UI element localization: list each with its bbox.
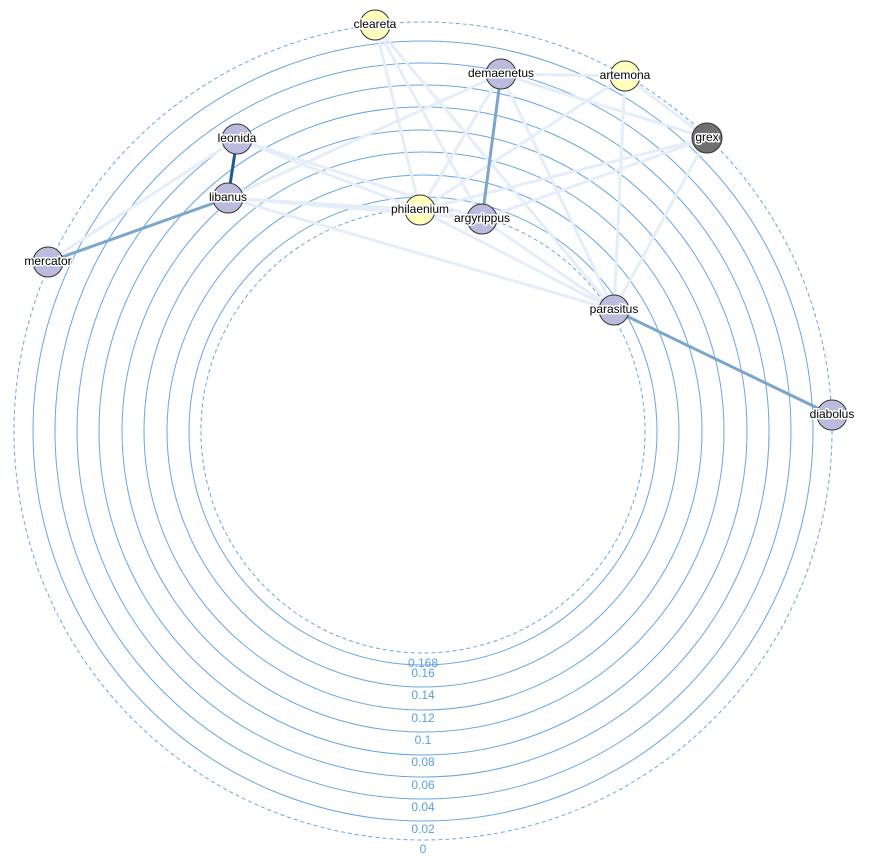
ring-9: [13, 21, 833, 841]
ring-8: [32, 40, 814, 822]
node-label-halo: philaenium: [391, 202, 449, 216]
node-label: libanus: [209, 190, 247, 204]
node-circle[interactable]: [212, 182, 244, 214]
edge-grex-philaenium: [418, 136, 709, 212]
edge-demaenetus-argyrippus: [480, 72, 503, 221]
edge-leonida-mercator: [46, 137, 239, 264]
edge-cleareta-philaenium: [373, 23, 422, 212]
node-circle[interactable]: [691, 122, 723, 154]
node-circle[interactable]: [816, 399, 848, 431]
node-label-halo: cleareta: [354, 17, 397, 31]
edge-leonida-philaenium: [235, 137, 422, 212]
ring-label: 0: [420, 842, 427, 856]
ring-6: [76, 84, 770, 778]
node-label-halo: diabolus: [810, 407, 855, 421]
ring-label: 0.16: [411, 666, 435, 680]
node-label: leonida: [218, 131, 257, 145]
ring-2: [166, 174, 680, 688]
node-label: grex: [695, 130, 718, 144]
node-label-halo: grex: [695, 130, 718, 144]
ring-label: 0.14: [411, 688, 435, 702]
edge-argyrippus-parasitus: [480, 217, 616, 312]
node-label-halo: libanus: [209, 190, 247, 204]
node-label: cleareta: [354, 17, 397, 31]
ring-3: [143, 151, 703, 711]
node-label: philaenium: [391, 202, 449, 216]
node-label-halo: mercator: [24, 254, 71, 268]
ring-1: [188, 196, 658, 666]
node-label: mercator: [24, 254, 71, 268]
edge-libanus-argyrippus: [226, 196, 484, 221]
edge-parasitus-diabolus: [612, 308, 834, 417]
edge-cleareta-parasitus: [373, 23, 616, 312]
ring-label: 0.12: [411, 711, 435, 725]
edge-leonida-argyrippus: [235, 137, 484, 221]
node-label: artemona: [600, 68, 651, 82]
edge-artemona-grex: [623, 74, 709, 140]
node-circle[interactable]: [598, 294, 630, 326]
edge-demaenetus-philaenium: [418, 72, 503, 212]
ring-label: 0.1: [415, 733, 432, 747]
edge-demaenetus-artemona: [499, 72, 627, 78]
ring-label: 0.06: [411, 778, 435, 792]
node-circle[interactable]: [404, 194, 436, 226]
node-label-halo: leonida: [218, 131, 257, 145]
node-circle[interactable]: [32, 246, 64, 278]
ring-label: 0.08: [411, 755, 435, 769]
ring-7: [54, 62, 792, 800]
ring-label: 0.168: [408, 656, 438, 670]
edge-demaenetus-libanus: [226, 72, 503, 200]
edge-libanus-mercator: [46, 196, 230, 264]
node-label: argyrippus: [454, 211, 510, 225]
edge-philaenium-parasitus: [418, 208, 616, 312]
node-label-halo: artemona: [600, 68, 651, 82]
node-label-halo: parasitus: [590, 302, 639, 316]
node-label-halo: demaenetus: [468, 66, 534, 80]
edge-grex-parasitus: [612, 136, 709, 312]
ring-label: 0.02: [411, 822, 435, 836]
edge-artemona-parasitus: [612, 74, 627, 312]
ring-label: 0.04: [411, 800, 435, 814]
node-label-halo: argyrippus: [454, 211, 510, 225]
node-circle[interactable]: [221, 123, 253, 155]
edge-cleareta-argyrippus: [373, 23, 484, 221]
ring-0: [200, 208, 646, 654]
node-circle[interactable]: [466, 203, 498, 235]
edge-artemona-philaenium: [418, 74, 627, 212]
node-circle[interactable]: [359, 9, 391, 41]
edges-layer: [46, 23, 834, 417]
ring-5: [98, 106, 748, 756]
node-label: demaenetus: [468, 66, 534, 80]
edge-demaenetus-grex: [499, 72, 709, 140]
ring-4: [121, 129, 725, 733]
node-circle[interactable]: [485, 58, 517, 90]
node-label: diabolus: [810, 407, 855, 421]
edge-grex-argyrippus: [480, 136, 709, 221]
node-circle[interactable]: [609, 60, 641, 92]
edge-libanus-parasitus: [226, 196, 616, 312]
node-label: parasitus: [590, 302, 639, 316]
